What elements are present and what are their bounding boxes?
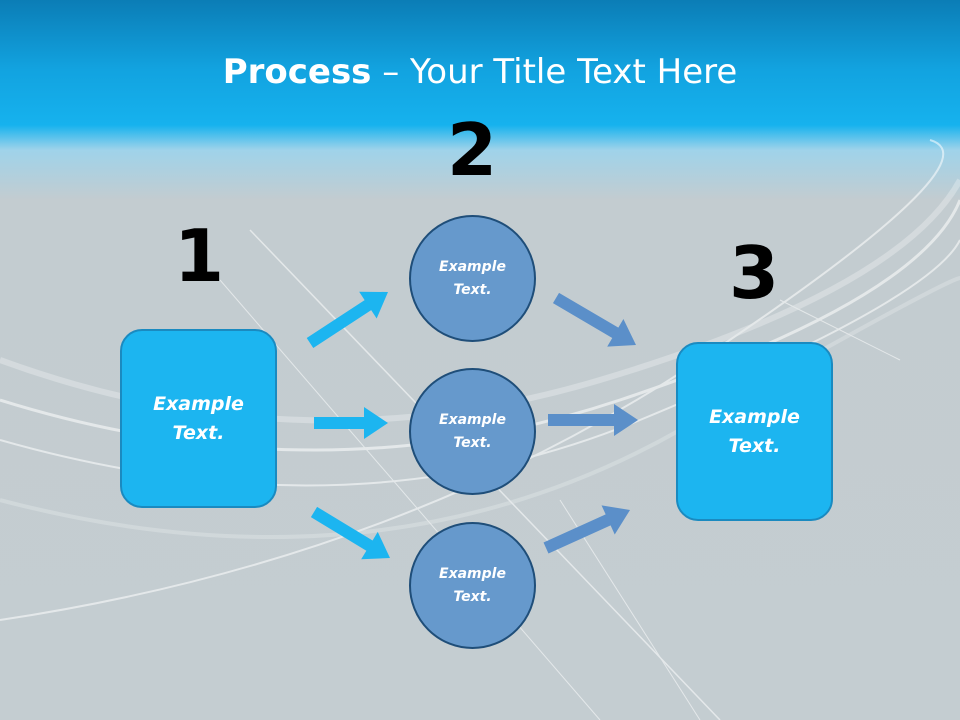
left-box-line1: Example bbox=[153, 393, 244, 415]
step-number-3: 3 bbox=[728, 231, 780, 315]
slide-title: Process – Your Title Text Here bbox=[0, 52, 960, 92]
title-rest: – Your Title Text Here bbox=[371, 52, 738, 92]
circle-middle-line1: Example bbox=[439, 412, 506, 429]
circle-bottom-line2: Text. bbox=[453, 588, 492, 605]
right-box-line2: Text. bbox=[728, 434, 781, 457]
circle-middle-line2: Text. bbox=[453, 434, 492, 451]
circle-bottom-line1: Example bbox=[439, 566, 506, 583]
title-bold: Process bbox=[222, 52, 372, 92]
left-box-line2: Text. bbox=[172, 421, 225, 444]
step-number-2: 2 bbox=[446, 108, 498, 192]
circle-top-line2: Text. bbox=[453, 281, 492, 298]
circle-top-line1: Example bbox=[439, 259, 506, 276]
step-number-1: 1 bbox=[173, 214, 225, 298]
right-box-line1: Example bbox=[709, 406, 800, 428]
